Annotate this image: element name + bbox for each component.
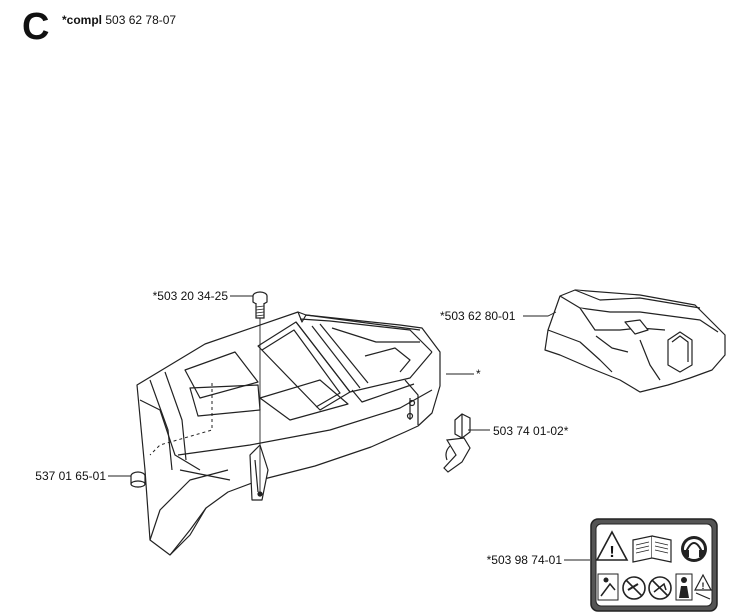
compl-part-number: 503 62 78-07 <box>105 13 177 27</box>
bolt-callout: *503 20 34-25 <box>153 289 229 303</box>
svg-text:!: ! <box>702 581 705 591</box>
top-cover-leader-line <box>523 311 557 317</box>
leader-lines <box>108 295 590 561</box>
operator-protection-icon: ! <box>675 573 712 601</box>
section-letter: C <box>22 6 50 48</box>
top-cover-callout: *503 62 80-01 <box>440 309 516 323</box>
main-housing-part <box>136 311 441 556</box>
no-kickback-icon <box>648 576 672 600</box>
grommet-part <box>130 471 146 488</box>
assembly-title: *compl 503 62 78-07 <box>62 13 176 27</box>
top-cover-part <box>544 289 726 393</box>
warning-decal-part: ! <box>590 518 718 612</box>
warning-triangle-icon: ! <box>595 530 629 561</box>
latch-callout: 503 74 01-02* <box>493 424 569 438</box>
ear-protection-icon <box>681 536 707 562</box>
manual-book-icon <box>632 535 672 563</box>
main-housing-callout: * <box>476 367 481 381</box>
warning-decal-callout: *503 98 74-01 <box>487 553 563 567</box>
latch-part <box>443 413 471 473</box>
svg-text:!: ! <box>609 544 614 561</box>
chain-saw-hazard-icon <box>597 573 619 601</box>
grommet-callout: 537 01 65-01 <box>35 469 106 483</box>
bolt-part <box>252 291 268 497</box>
no-one-hand-icon <box>622 576 646 600</box>
compl-prefix: *compl <box>62 13 103 27</box>
